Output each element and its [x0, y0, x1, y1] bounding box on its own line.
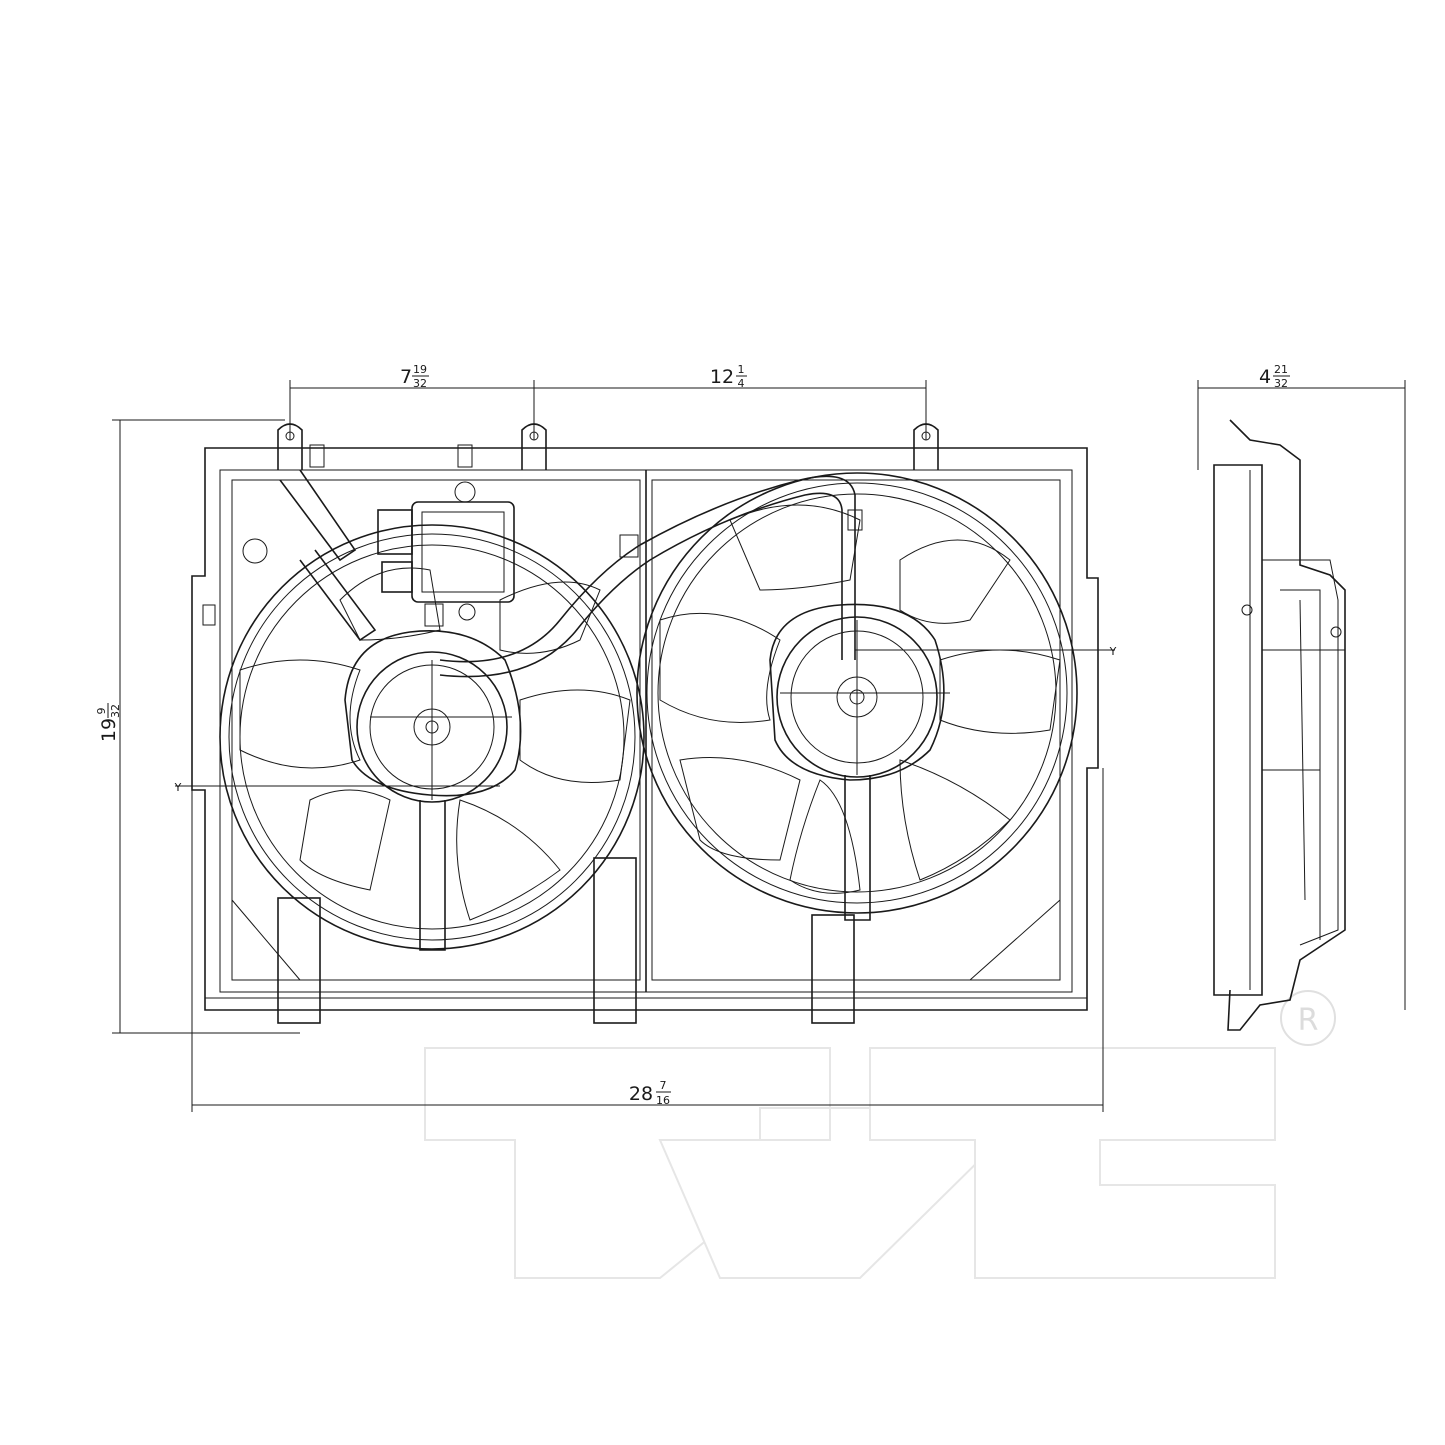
- svg-text:4: 4: [738, 377, 745, 390]
- wire-harness: [439, 475, 863, 678]
- harness-clip: [619, 534, 639, 558]
- svg-text:32: 32: [413, 377, 427, 390]
- right-fan: [636, 472, 1078, 921]
- svg-text:16: 16: [656, 1094, 670, 1107]
- fan-assembly-side-view: [1213, 419, 1346, 1031]
- bolt-icon: [242, 538, 268, 564]
- svg-text:12: 12: [710, 366, 734, 388]
- dimension-label-width: 28 7 16: [629, 1079, 671, 1107]
- svg-text:32: 32: [1274, 377, 1288, 390]
- svg-text:1: 1: [738, 363, 745, 376]
- axis-mark-left: Y: [174, 781, 182, 794]
- svg-text:9: 9: [95, 708, 108, 715]
- axis-markers: Y Y: [174, 645, 1117, 794]
- axis-mark-right: Y: [1109, 645, 1117, 658]
- registered-mark-text: R: [1298, 1003, 1319, 1038]
- dimension-label-side: 4 21 32: [1259, 363, 1290, 390]
- tyc-watermark-logo: R: [424, 990, 1336, 1279]
- harness-clip-2: [847, 509, 863, 531]
- registered-mark-icon: [1280, 990, 1336, 1046]
- shroud-front-view: [191, 423, 1099, 1024]
- svg-text:19: 19: [413, 363, 427, 376]
- dimension-label-top-left: 7 19 32: [400, 363, 429, 390]
- dimension-label-height: 19 9 32: [95, 703, 122, 742]
- svg-text:7: 7: [400, 366, 412, 388]
- svg-text:32: 32: [109, 704, 122, 718]
- resistor-module: [242, 481, 515, 627]
- svg-text:28: 28: [629, 1083, 653, 1105]
- dimension-lines: [112, 380, 1406, 1112]
- svg-text:19: 19: [98, 718, 120, 742]
- svg-text:21: 21: [1274, 363, 1288, 376]
- dimension-label-top-mid: 12 1 4: [710, 363, 747, 390]
- left-fan: [219, 469, 645, 951]
- bottom-supports: [277, 857, 855, 1024]
- svg-text:4: 4: [1259, 366, 1271, 388]
- svg-text:7: 7: [660, 1079, 667, 1092]
